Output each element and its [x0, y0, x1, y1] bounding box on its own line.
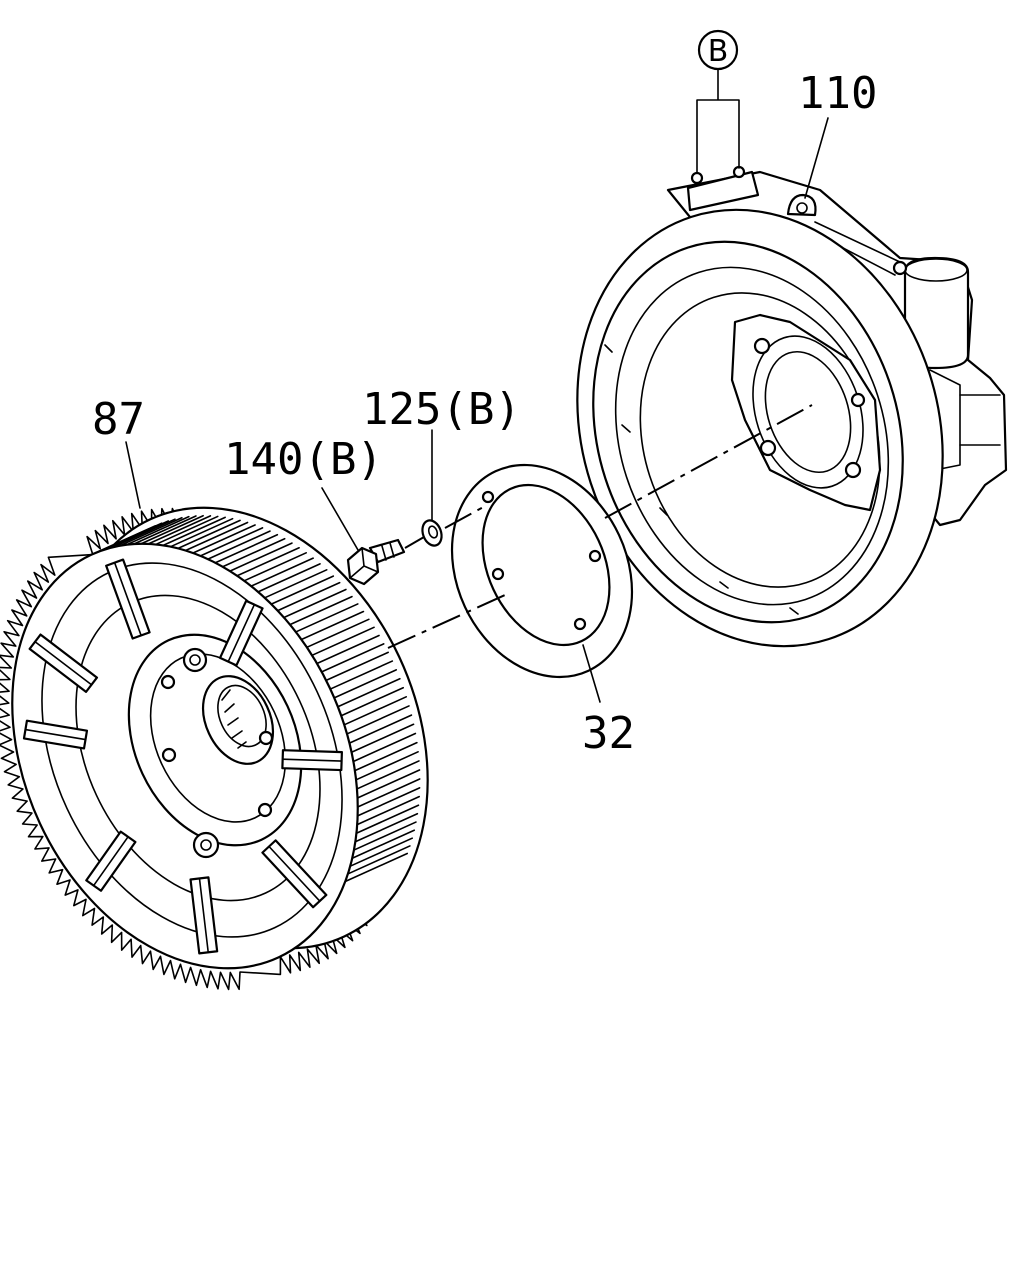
gear-depth-line [333, 669, 398, 699]
gear-depth-line [344, 852, 409, 883]
gear-depth-line [250, 557, 314, 587]
gear-depth-line [337, 677, 401, 708]
gear-depth-line [257, 563, 321, 593]
gear-depth-line [207, 530, 271, 560]
washer-part-125B [421, 519, 443, 547]
gear-depth-line [154, 515, 219, 546]
gear-depth-line [356, 769, 421, 799]
gear-depth-line [184, 521, 249, 552]
callout-32: 32 [582, 708, 635, 759]
gear-depth-line [347, 845, 411, 875]
ref-marker-circle [697, 29, 739, 71]
gear-depth-line [295, 603, 359, 633]
gear-depth-line [133, 515, 197, 545]
gear-depth-line [236, 546, 300, 577]
bolt-axis-line [404, 536, 425, 549]
gear-depth-line [300, 610, 365, 641]
gear-depth-line [316, 634, 380, 665]
ref-marker-label: B [708, 34, 729, 69]
housing-part-110 [576, 165, 1008, 648]
gear-depth-line [229, 542, 293, 572]
gear-depth-line [270, 575, 335, 605]
leader-line-87 [125, 441, 141, 509]
gear-depth-line [354, 812, 419, 843]
gear-depth-line [353, 821, 417, 851]
gear-depth-line [126, 515, 190, 546]
gear-depth-line [214, 533, 279, 564]
spring-clip [105, 558, 151, 640]
gear-depth-line [355, 804, 420, 835]
gear-depth-line [192, 524, 256, 554]
gear-depth-line [140, 514, 204, 545]
gear-depth-line [329, 660, 394, 690]
gear-depth-line [340, 686, 404, 717]
gear-depth-line [289, 595, 353, 626]
spring-clip [218, 599, 264, 667]
gear-depth-line [199, 527, 264, 557]
gear-depth-line [306, 618, 370, 649]
gear-depth-line [147, 515, 212, 545]
gear-depth-line [350, 723, 415, 754]
gear-depth-line [325, 651, 389, 682]
gasket-part-32 [450, 463, 634, 679]
gear-depth-line [283, 588, 347, 619]
callout-87: 87 [92, 394, 145, 445]
bolt-axis-line [444, 504, 488, 529]
gear-depth-line [351, 829, 416, 860]
leader-line-32 [582, 644, 601, 703]
leader-line-140B [321, 487, 359, 551]
gear-depth-line [349, 837, 414, 867]
spring-clip [189, 876, 219, 955]
gear-depth-line [162, 516, 226, 547]
center-line [604, 404, 813, 519]
gear-depth-line [119, 516, 183, 547]
gear-depth-line [221, 537, 286, 568]
gear-depth-line [352, 732, 417, 763]
spring-clip [22, 719, 89, 750]
spring-clip [28, 633, 99, 693]
gear-depth-line [263, 569, 328, 599]
gear-depth-line [311, 626, 375, 657]
gear-depth-line [276, 581, 341, 612]
gear-depth-line [169, 517, 234, 548]
gear-depth-line [356, 778, 421, 808]
gear-depth-line [348, 714, 413, 744]
spring-clip [281, 749, 343, 772]
gear-part-87 [0, 506, 429, 991]
gear-depth-line [354, 741, 418, 772]
spring-clip [261, 839, 328, 909]
gear-depth-line [112, 518, 176, 548]
gear-depth-line [343, 695, 408, 726]
spring-clip [85, 830, 137, 892]
gear-depth-line [356, 795, 420, 826]
callout-140B: 140(B) [224, 434, 383, 485]
callout-125B: 125(B) [362, 384, 521, 435]
gear-depth-line [346, 705, 410, 735]
bolt-part-140B [346, 538, 406, 586]
callout-110: 110 [798, 68, 877, 119]
center-line [387, 594, 506, 649]
gear-depth-line [355, 751, 419, 781]
gear-depth-line [243, 552, 308, 582]
gear-depth-line [356, 760, 420, 790]
leader-line-110 [804, 117, 829, 199]
clutch-spring-clips [22, 558, 343, 955]
ref-marker-leader [696, 69, 740, 173]
gear-depth-line [105, 520, 170, 550]
gear-depth-line [320, 643, 385, 673]
gear-depth-line [177, 519, 241, 550]
gear-depth-line [356, 787, 421, 817]
